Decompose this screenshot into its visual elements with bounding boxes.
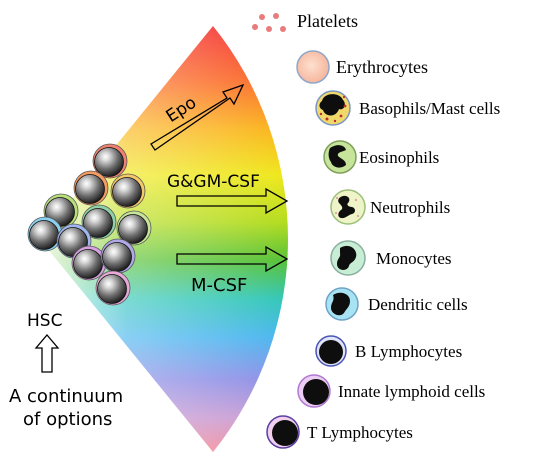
cell-label-b-lymphocytes: B Lymphocytes — [355, 342, 462, 361]
cell-label-platelets: Platelets — [297, 11, 358, 31]
hsc-label: HSC — [27, 311, 62, 331]
cell-label-basophils-mast-cells: Basophils/Mast cells — [359, 99, 500, 118]
hsc-cell — [97, 274, 127, 304]
platelets-icon — [252, 13, 286, 32]
cell-label-eosinophils: Eosinophils — [359, 148, 439, 167]
hsc-cell — [29, 220, 59, 250]
cell-label-dendritic-cells: Dendritic cells — [368, 295, 468, 314]
cell-label-neutrophils: Neutrophils — [370, 198, 450, 217]
eosinophil-icon — [323, 140, 357, 174]
cell-label-t-lymphocytes: T Lymphocytes — [307, 423, 413, 442]
gm-csf-arrow — [176, 187, 289, 215]
hsc-cell — [75, 174, 105, 204]
hsc-cell — [102, 242, 132, 272]
continuum-text-line1: A continuum — [9, 386, 123, 407]
hsc-cell — [118, 214, 148, 244]
hsc-cluster — [27, 143, 152, 306]
epo-arrow — [150, 83, 245, 151]
hsc-cell — [83, 208, 113, 238]
m-csf-label: M-CSF — [191, 275, 247, 296]
b-lymphocyte-icon — [315, 335, 347, 367]
continuum-text-line2: of options — [23, 409, 112, 430]
continuum-fan — [40, 26, 288, 452]
neutrophil-icon — [330, 189, 366, 225]
hsc-cell — [112, 177, 142, 207]
monocyte-icon — [330, 240, 366, 276]
cell-label-innate-lymphoid-cells: Innate lymphoid cells — [338, 382, 485, 401]
hsc-up-arrow — [34, 333, 60, 373]
hsc-cell — [94, 147, 124, 177]
gm-csf-label: G&GM-CSF — [167, 172, 260, 192]
innate-lymphoid-cell-icon — [297, 374, 331, 408]
erythrocyte-icon — [296, 50, 330, 84]
hsc-cell — [73, 249, 103, 279]
m-csf-arrow — [176, 245, 289, 273]
basophil-icon — [315, 90, 351, 126]
cell-label-erythrocytes: Erythrocytes — [336, 57, 428, 77]
dendritic-cell-icon — [325, 287, 359, 321]
t-lymphocyte-icon — [266, 415, 300, 449]
cell-label-monocytes: Monocytes — [376, 249, 452, 268]
